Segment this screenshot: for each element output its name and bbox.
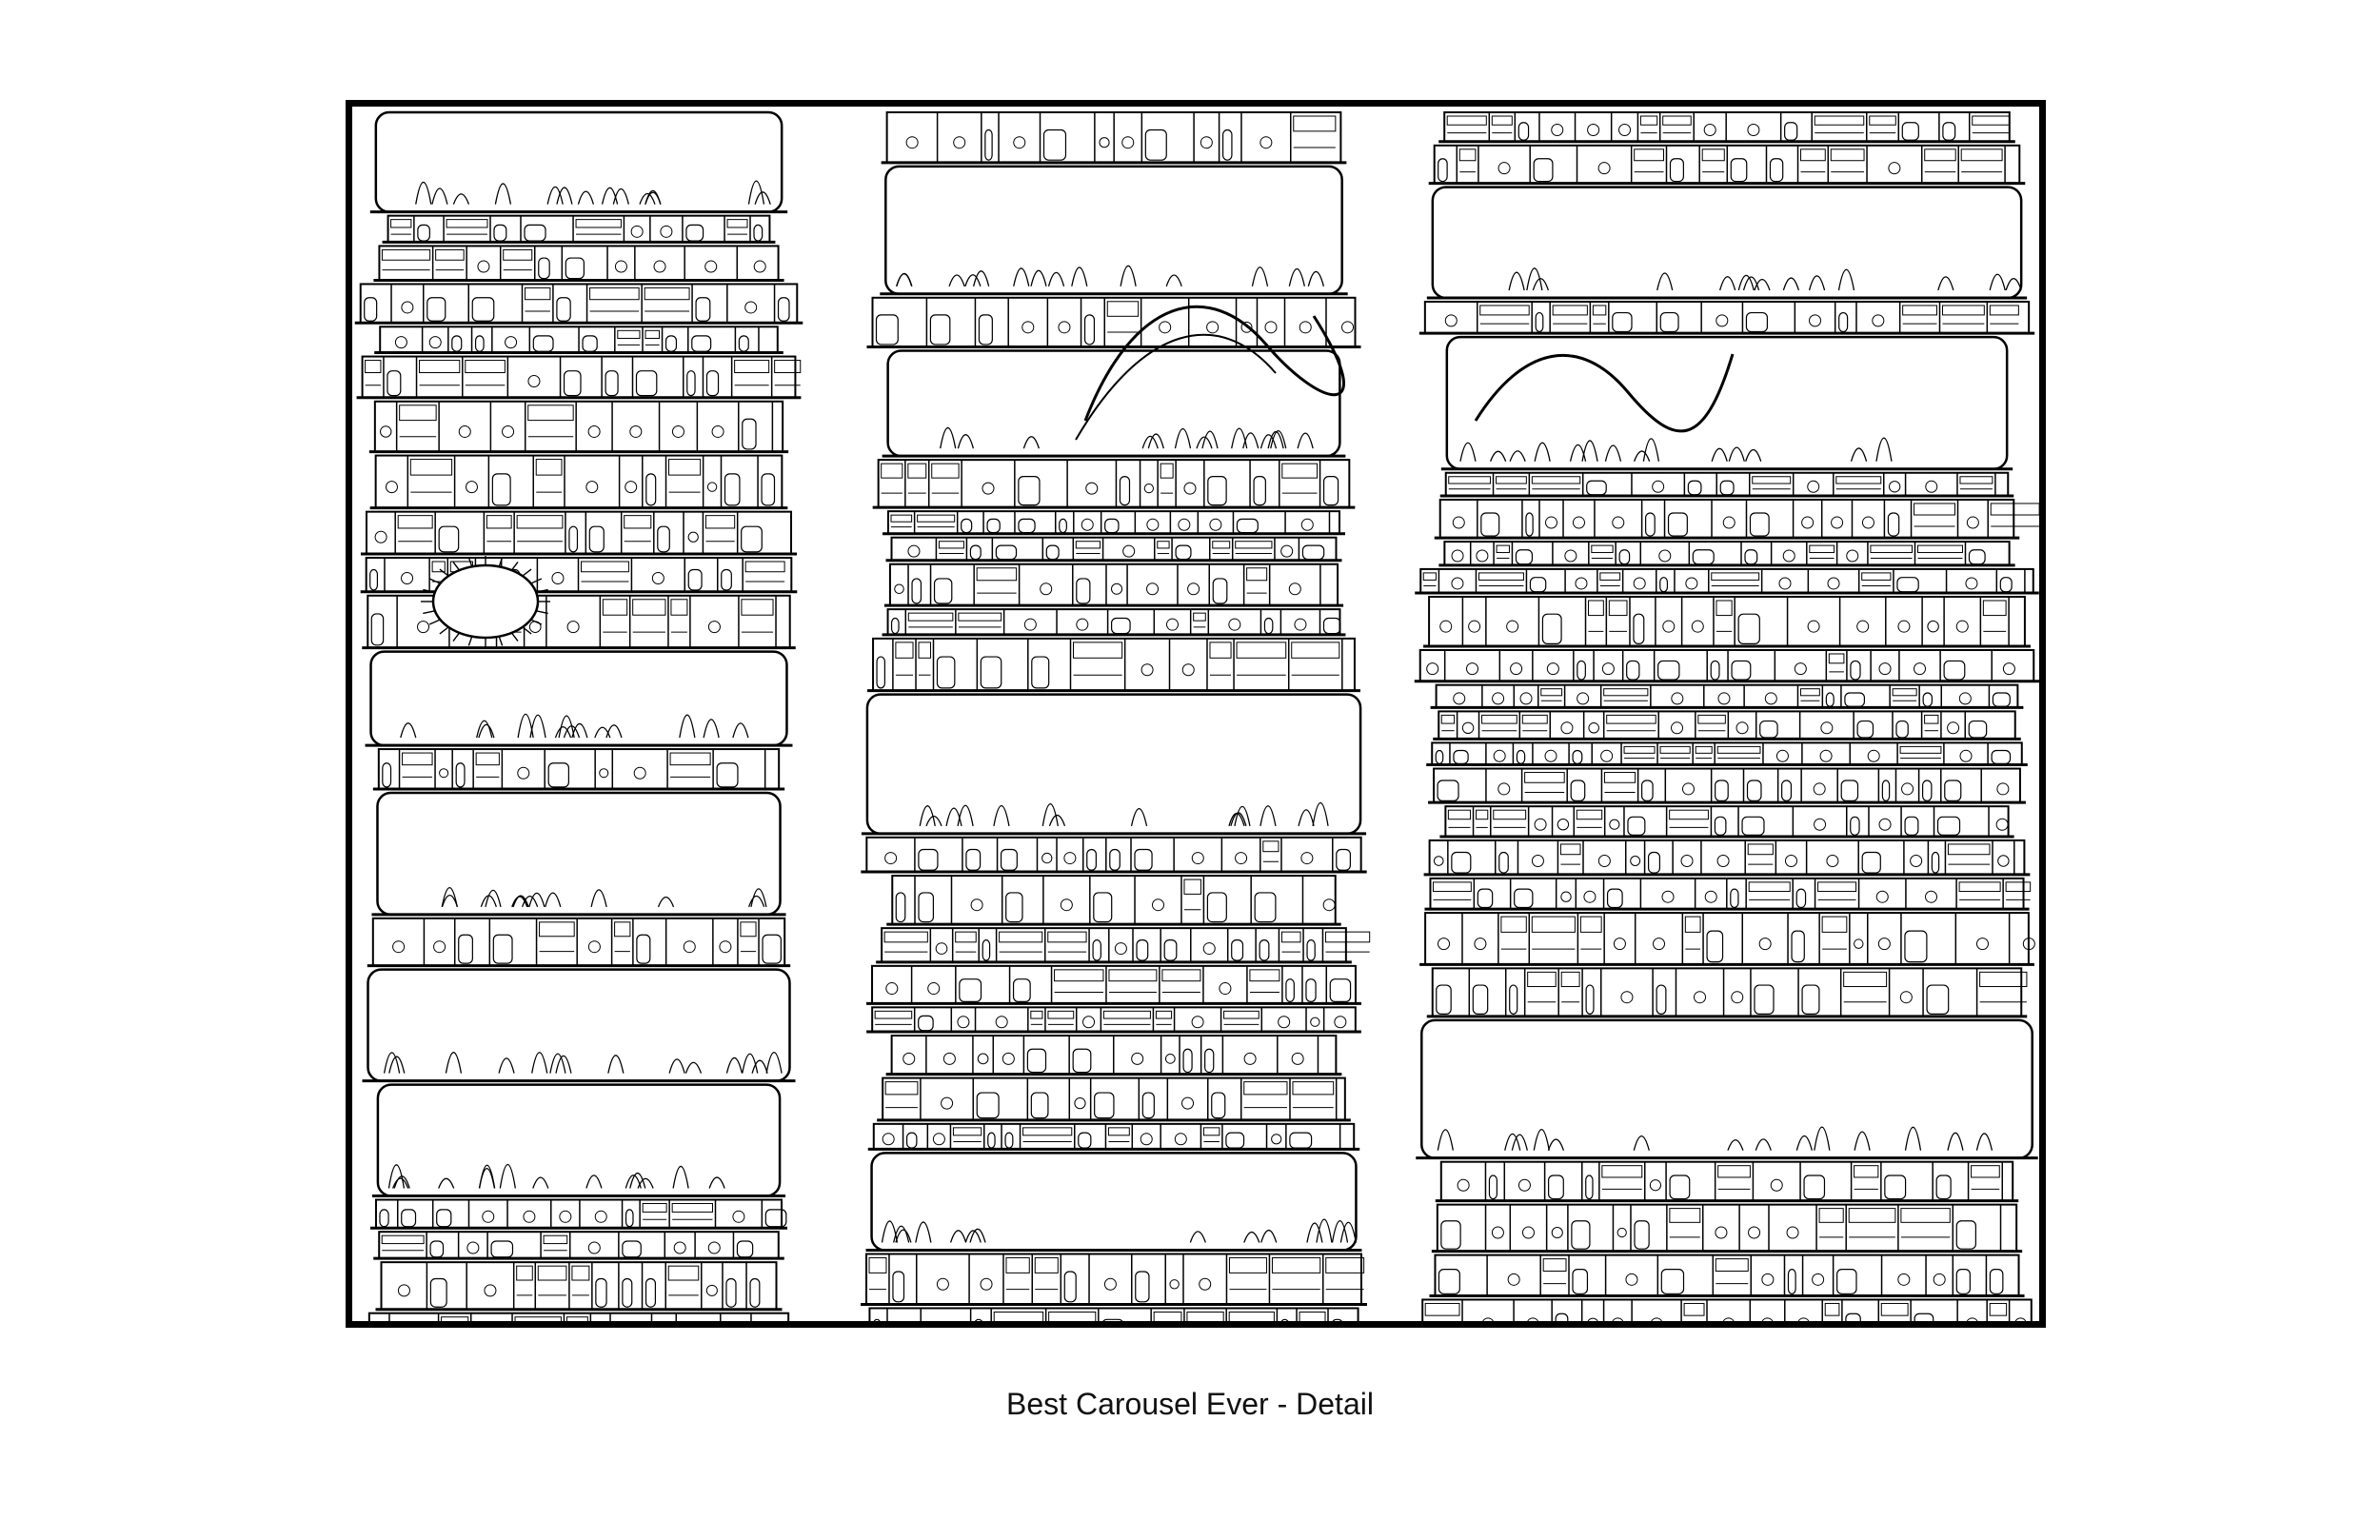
right-tower-drawing [1414,111,2039,1321]
pen-ink-artwork [352,107,2039,1321]
artwork-frame [346,100,2046,1328]
left-tower-drawing [354,110,803,1321]
middle-tower-drawing [861,111,1371,1321]
artwork-caption: Best Carousel Ever - Detail [1006,1387,1374,1421]
